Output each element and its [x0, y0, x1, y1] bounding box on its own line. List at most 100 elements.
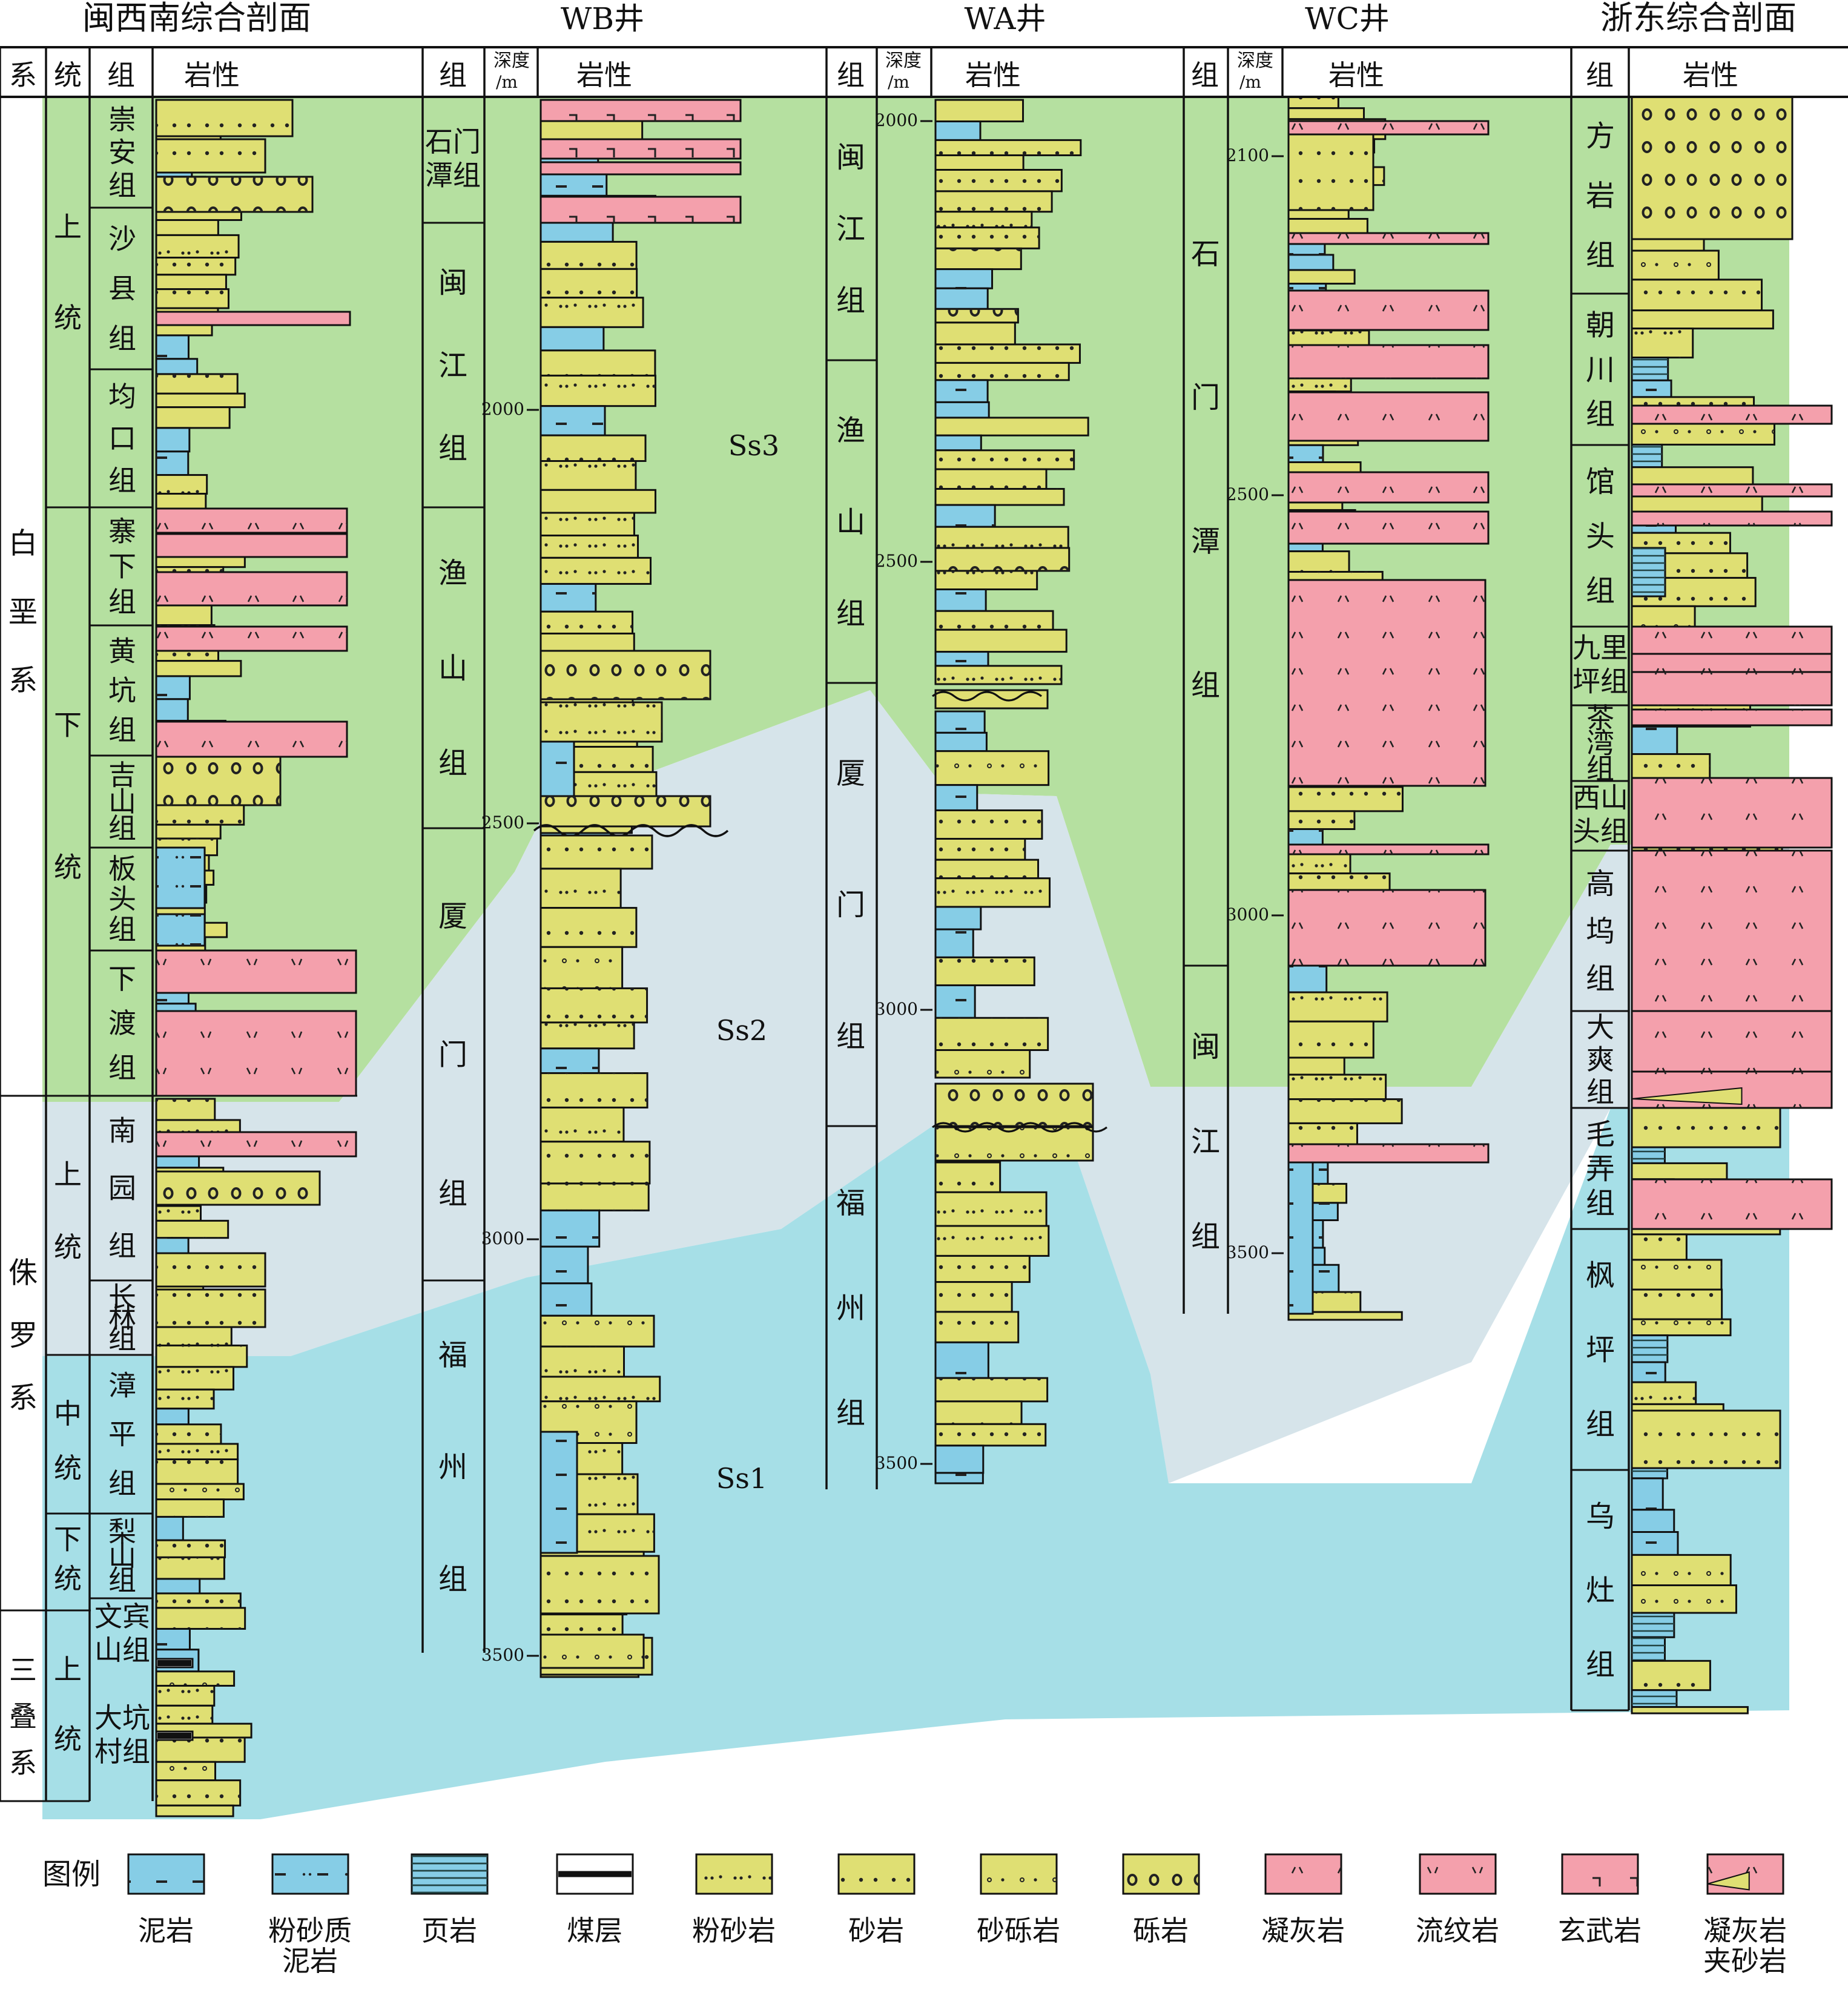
- coal-seam: [157, 1660, 191, 1666]
- column-frames: [0, 46, 1848, 1802]
- west-system: 罗: [8, 1319, 38, 1352]
- bed-pattern-sandstone: [156, 1540, 225, 1558]
- west-formation: 下: [108, 963, 136, 995]
- header-series: 统: [54, 59, 82, 91]
- wa-depth-label: 2500: [875, 551, 918, 571]
- bed-pattern-sandstone: [936, 170, 1062, 191]
- bed-pattern-sandstone: [541, 350, 655, 376]
- bed-pattern-sandstone: [541, 611, 633, 634]
- bed-pattern-sandstone: [936, 469, 1047, 489]
- west-formation: 寨: [108, 515, 136, 547]
- bed-pattern-siltstone: [156, 1705, 213, 1724]
- bed-pattern-shale: [1632, 357, 1668, 381]
- bed-pattern-sandstone: [156, 1737, 245, 1762]
- west-system: 白: [8, 526, 38, 560]
- bed-pattern-sandstone: [936, 839, 1025, 860]
- east-formation: 湾: [1586, 727, 1614, 760]
- wb-formation: 闽: [438, 266, 467, 300]
- bed-pattern-sandstone: [156, 100, 292, 136]
- legend-item-shale: 页岩: [411, 1853, 489, 1947]
- wa-formation: 组: [836, 1020, 865, 1053]
- header-lithology: 岩性: [1683, 59, 1738, 91]
- bed-pattern-siltstone: [1289, 992, 1388, 1022]
- east-formation: 乌: [1586, 1500, 1615, 1534]
- west-formation: 头: [108, 883, 136, 915]
- bed-pattern-sandstone: [936, 1424, 1046, 1446]
- sequence-ss2: [42, 690, 1789, 1483]
- east-formation: 爽: [1586, 1043, 1614, 1076]
- bed-pattern-pebbly_sandstone: [1632, 1585, 1737, 1613]
- bed-pattern-mudstone: [541, 1048, 599, 1073]
- bed-pattern-sandstone: [156, 1459, 238, 1484]
- bed-pattern-sandstone: [1289, 811, 1355, 829]
- west-formation: 组: [108, 464, 136, 496]
- bed-pattern-mudstone: [936, 1342, 989, 1379]
- bed-pattern-tuff: [1632, 627, 1832, 654]
- east-formation: 毛: [1586, 1118, 1615, 1151]
- legend-label: 砂岩: [848, 1914, 904, 1947]
- bed-pattern-shale: [1632, 1335, 1668, 1362]
- bed-pattern-tuff: [156, 572, 347, 605]
- bed-pattern-sandstone: [1632, 1234, 1687, 1260]
- bed-pattern-sandstone: [839, 1854, 914, 1894]
- bed-pattern-conglomerate: [936, 248, 1021, 269]
- sequence-label-ss1: Ss1: [716, 1462, 767, 1495]
- bed-pattern-tuff: [1289, 845, 1488, 854]
- west-formation: 组: [108, 169, 136, 202]
- west-formation: 村组: [94, 1735, 150, 1768]
- wc-formation: 江: [1191, 1125, 1220, 1159]
- bed-pattern-siltstone: [1632, 1707, 1748, 1713]
- bed-pattern-tuff: [156, 722, 347, 757]
- bed-pattern-sandstone: [541, 1556, 659, 1613]
- header-depth-unit: /m: [888, 72, 909, 92]
- bed-pattern-sandstone: [936, 100, 1023, 122]
- header-lithology: 岩性: [184, 59, 240, 91]
- bed-pattern-tuff: [1289, 233, 1488, 244]
- bed-pattern-siltstone: [541, 868, 621, 908]
- bed-pattern-tuff: [1632, 406, 1832, 424]
- bed-pattern-sandstone: [936, 1018, 1048, 1050]
- bed-pattern-siltstone: [541, 702, 662, 742]
- west-series: 统: [54, 851, 82, 884]
- bed-pattern-tuff: [1632, 851, 1832, 1011]
- bed-pattern-sandstone: [936, 344, 1080, 363]
- bed-pattern-silty_mudstone: [156, 848, 205, 908]
- bed-pattern-siltstone: [936, 665, 1061, 684]
- bed-pattern-siltstone: [541, 1107, 624, 1142]
- bed-pattern-siltstone: [156, 1206, 201, 1221]
- west-system: 系: [8, 1381, 38, 1415]
- bed-pattern-tuff: [1632, 778, 1832, 848]
- bed-pattern-tuff: [1289, 512, 1488, 544]
- east-formation: 茶: [1586, 702, 1614, 734]
- bed-pattern-sandstone: [936, 860, 1038, 878]
- bed-pattern-pebbly_sandstone: [156, 1805, 234, 1816]
- west-formation: 山: [108, 785, 136, 818]
- legend-item-conglomerate: 砾岩: [1122, 1853, 1200, 1947]
- east-formation: 枫: [1586, 1259, 1615, 1293]
- bed-pattern-sandstone: [156, 1099, 215, 1120]
- bed-pattern-shale: [1632, 1613, 1674, 1638]
- bed-pattern-pebbly_sandstone: [156, 825, 221, 839]
- west-formation: 南: [108, 1115, 136, 1147]
- wa-formation: 组: [836, 284, 865, 318]
- bed-pattern-mudstone: [156, 358, 197, 374]
- coal-seam: [157, 1733, 191, 1739]
- header-depth-unit: /m: [496, 72, 518, 92]
- west-formation: 崇: [108, 103, 136, 136]
- bed-pattern-mudstone: [936, 929, 974, 958]
- east-formation: 灶: [1586, 1573, 1615, 1607]
- header-formation: 组: [439, 59, 467, 91]
- bed-pattern-sandstone: [541, 1073, 648, 1108]
- wc-depth-label: 3000: [1226, 904, 1269, 924]
- bed-pattern-sandstone: [156, 1253, 265, 1287]
- bed-pattern-mudstone: [936, 785, 977, 811]
- wb-depth-label: 2000: [481, 399, 524, 419]
- sequence-label-ss2: Ss2: [716, 1014, 767, 1047]
- bed-pattern-tuff: [1289, 121, 1488, 134]
- wa-formation: 厦: [836, 756, 865, 790]
- west-formation: 园: [108, 1172, 136, 1205]
- west-formation: 组: [108, 1322, 136, 1355]
- bed-pattern-mudstone: [156, 427, 190, 452]
- title-wc: WC井: [1305, 1, 1390, 36]
- bed-pattern-siltstone: [156, 1685, 214, 1706]
